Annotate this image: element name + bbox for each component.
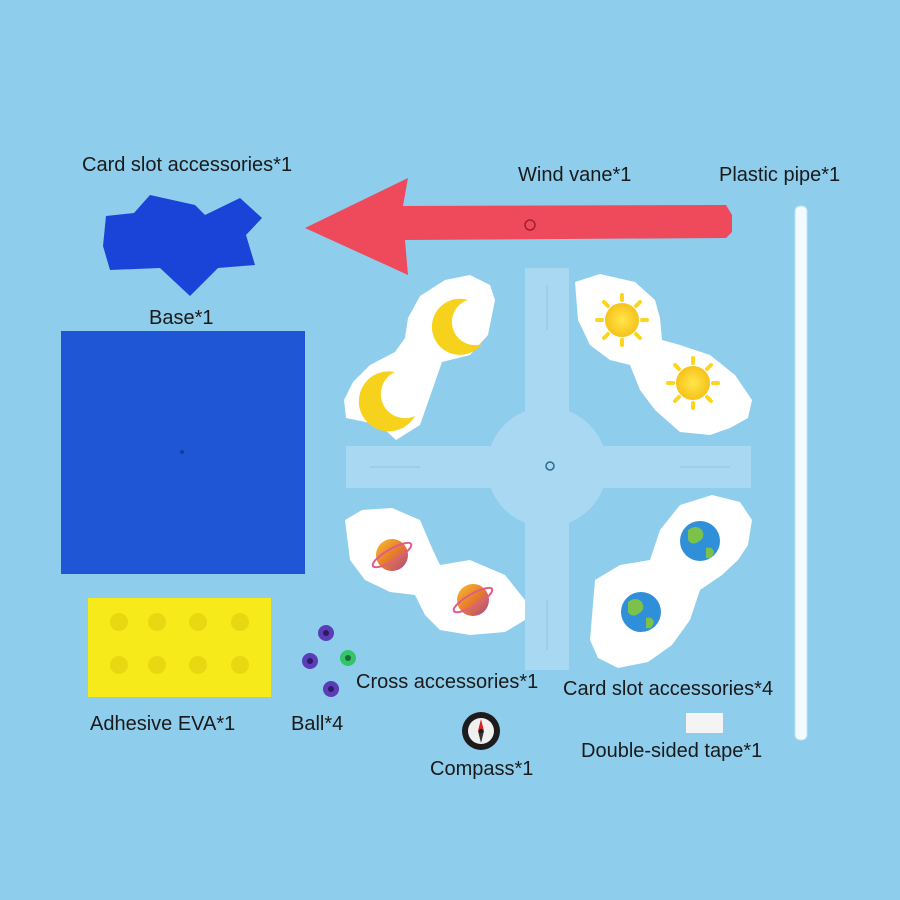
- label-adhesive-eva: Adhesive EVA*1: [90, 713, 236, 735]
- card-earths: [590, 495, 752, 668]
- card-suns: [575, 274, 752, 435]
- label-card-slot-accessories-4: Card slot accessories*4: [563, 678, 774, 700]
- label-cross-accessories: Cross accessories*1: [356, 671, 539, 693]
- balls: [302, 625, 356, 697]
- label-double-sided-tape: Double-sided tape*1: [581, 740, 763, 762]
- label-plastic-pipe: Plastic pipe*1: [719, 164, 841, 186]
- compass-icon: [462, 712, 500, 750]
- saturn-icon: [457, 584, 489, 616]
- sun-icon: [676, 366, 710, 400]
- double-sided-tape: [686, 713, 723, 733]
- base-foam: [61, 331, 305, 574]
- wind-vane: [305, 178, 732, 275]
- earth-icon: [680, 521, 720, 561]
- sun-icon: [605, 303, 639, 337]
- card-slot-accessory-blue: [103, 195, 262, 296]
- label-wind-vane: Wind vane*1: [518, 164, 632, 186]
- earth-icon: [621, 592, 661, 632]
- card-moons: [344, 275, 495, 440]
- card-saturns: [345, 508, 525, 635]
- plastic-pipe: [794, 205, 808, 741]
- label-card-slot-accessories-1: Card slot accessories*1: [82, 154, 293, 176]
- saturn-icon: [376, 539, 408, 571]
- moon-icon: [431, 298, 482, 355]
- label-compass: Compass*1: [430, 758, 534, 780]
- cross-accessory: [346, 268, 751, 670]
- moon-icon: [358, 371, 415, 432]
- adhesive-eva: [88, 598, 271, 697]
- label-ball: Ball*4: [291, 713, 344, 735]
- label-base: Base*1: [149, 307, 214, 329]
